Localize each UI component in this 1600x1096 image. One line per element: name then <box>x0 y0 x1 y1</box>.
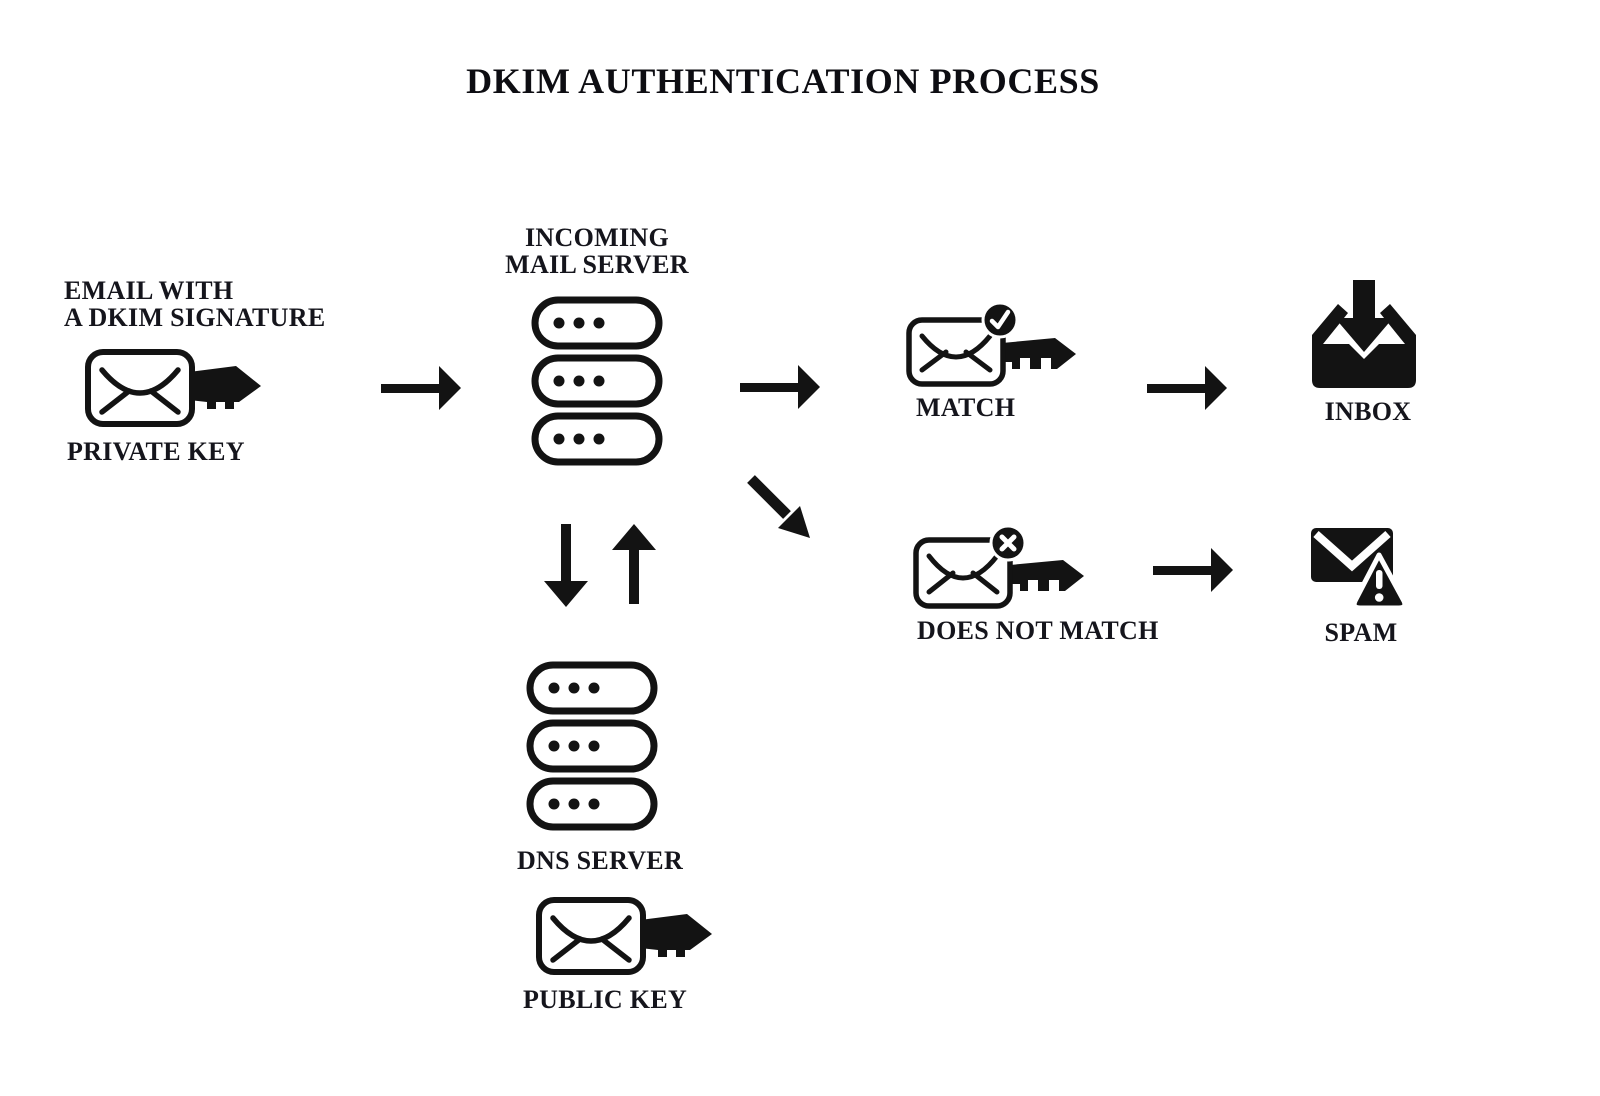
email-source-caption: EMAIL WITH A DKIM SIGNATURE <box>64 277 325 331</box>
page-title: DKIM AUTHENTICATION PROCESS <box>466 61 1100 101</box>
server-stack-icon <box>531 296 663 466</box>
envelope-key-icon <box>85 349 261 427</box>
cross-icon <box>999 534 1017 552</box>
private-key-label: PRIVATE KEY <box>67 437 245 466</box>
envelope-warning-icon <box>1311 528 1408 611</box>
email-source-caption-line1: EMAIL WITH <box>64 276 234 305</box>
check-icon <box>989 309 1011 330</box>
arrow-email-to-incoming-server-icon <box>381 366 461 410</box>
arrow-incoming-server-to-dns-icon <box>544 524 588 607</box>
arrow-does-not-match-to-spam-icon <box>1153 548 1233 592</box>
spam-label: SPAM <box>1324 618 1398 647</box>
envelope-key-check-icon <box>906 301 1076 387</box>
email-source-caption-line2: A DKIM SIGNATURE <box>64 303 326 332</box>
inbox-label: INBOX <box>1324 397 1412 426</box>
incoming-mail-server-label-line1: INCOMING <box>525 223 669 252</box>
public-key-label: PUBLIC KEY <box>522 985 688 1014</box>
envelope-key-cross-icon <box>913 524 1084 609</box>
inbox-tray-icon <box>1312 280 1416 388</box>
arrow-match-to-inbox-icon <box>1147 366 1227 410</box>
incoming-mail-server-label-line2: MAIL SERVER <box>505 250 689 279</box>
does-not-match-label: DOES NOT MATCH <box>917 616 1159 645</box>
server-stack-icon <box>526 661 658 831</box>
incoming-mail-server-label: INCOMING MAIL SERVER <box>497 224 697 278</box>
arrow-dns-to-incoming-server-icon <box>612 524 656 604</box>
arrow-incoming-server-to-match-icon <box>740 365 820 409</box>
arrow-incoming-server-to-does-not-match-icon <box>747 475 810 538</box>
dns-server-label: DNS SERVER <box>516 846 684 875</box>
envelope-key-icon <box>536 897 712 975</box>
match-label: MATCH <box>916 393 1016 422</box>
